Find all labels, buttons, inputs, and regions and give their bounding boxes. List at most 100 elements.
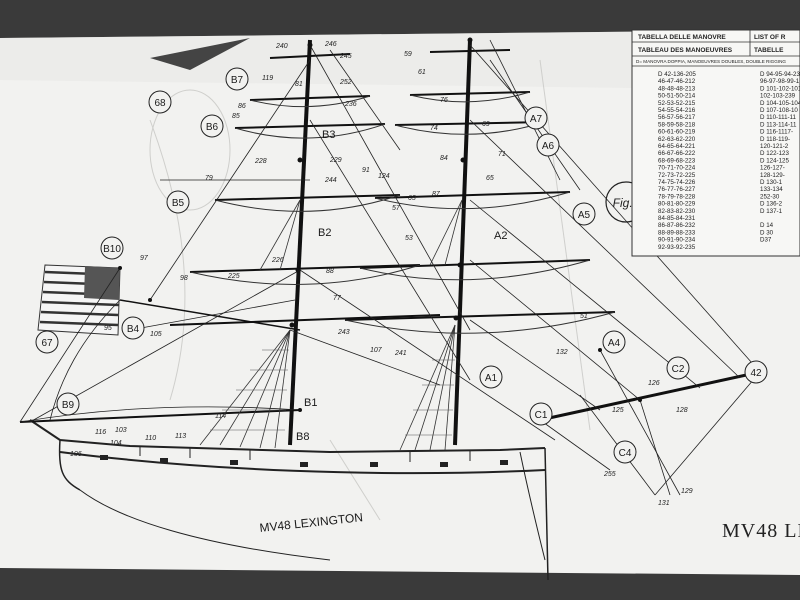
part-number: 229 — [329, 157, 342, 164]
table-row-left: 68-69-68-223 — [658, 157, 696, 164]
part-number: 106 — [70, 451, 82, 458]
gaff — [119, 299, 301, 331]
table-header-en: LIST OF R — [754, 34, 786, 41]
part-number: 59 — [404, 51, 412, 58]
circled-label-text: C1 — [535, 410, 548, 421]
stays — [19, 39, 761, 496]
part-number: 81 — [295, 81, 303, 88]
part-number: 243 — [337, 329, 350, 336]
table-row-right: D 30 — [760, 229, 774, 236]
table-row-left: 66-67-66-222 — [658, 150, 696, 157]
circled-label: C1 — [529, 402, 553, 426]
rigging-blocks — [118, 37, 642, 422]
table-row-right: D 110-111-11 — [760, 114, 797, 121]
circled-label-text: B9 — [62, 400, 75, 411]
show-through-drawing — [149, 59, 591, 521]
part-number: 104 — [110, 440, 122, 447]
circled-label: B9 — [56, 392, 80, 416]
table-row-right: D 104-105-104 — [760, 100, 800, 107]
table-header-de: TABELLE — [754, 47, 784, 54]
table-row-left: 84-85-84-231 — [658, 215, 696, 222]
table-row-right: D 122-123 — [760, 150, 789, 157]
circled-label: B6 — [200, 114, 224, 138]
table-row-right: D 130-1 — [760, 179, 783, 186]
main-mast — [288, 39, 312, 446]
part-number: 228 — [254, 158, 267, 165]
table-row-right: 133-134 — [760, 186, 783, 193]
table-row-right: 120-121-2 — [760, 143, 789, 150]
table-row-right: D 124-125 — [760, 157, 789, 164]
table-row-left: 52-53-52-215 — [658, 100, 696, 107]
circled-label-text: A4 — [608, 338, 621, 349]
part-number: 252 — [339, 79, 352, 86]
part-number: 240 — [275, 43, 288, 50]
boom — [19, 409, 301, 423]
table-row-left: 70-71-70-224 — [658, 165, 696, 172]
sheet-title: MV48 LEX — [722, 520, 800, 542]
plain-label: A2 — [494, 230, 507, 242]
bowsprit — [539, 370, 761, 422]
table-left-column: D 42-136-20546-47-46-21248-48-48-21350-5… — [658, 71, 696, 251]
table-row-right: D 137-1 — [760, 208, 783, 215]
table-row-left: 92-93-92-235 — [658, 244, 696, 251]
table-row-left: 90-91-90-234 — [658, 237, 696, 244]
part-number: 53 — [405, 235, 413, 242]
table-row-left: 58-59-58-218 — [658, 121, 696, 128]
part-number: 84 — [440, 155, 448, 162]
table-row-left: 50-51-50-214 — [658, 93, 696, 100]
circled-label-text: B7 — [231, 75, 244, 86]
table-row-right: D 113-114-11 — [760, 121, 797, 128]
pennant — [150, 38, 250, 70]
table-row-right: 252-30 — [760, 193, 780, 200]
table-header-it: TABELLA DELLE MANOVRE — [638, 34, 726, 41]
circled-label: B7 — [225, 67, 249, 91]
plain-label: B2 — [318, 227, 331, 239]
circled-label: 67 — [35, 330, 59, 354]
part-number: 69 — [482, 121, 490, 128]
table-row-right: D 94-95-94-236 — [760, 71, 800, 78]
circled-label-text: A1 — [485, 373, 498, 384]
part-number: 128 — [676, 407, 688, 414]
table-row-left: 60-61-60-219 — [658, 129, 696, 136]
part-number: 74 — [430, 125, 438, 132]
flag — [37, 264, 121, 336]
part-number: 57 — [392, 205, 401, 212]
part-number: 246 — [324, 41, 337, 48]
part-number: 103 — [115, 427, 127, 434]
table-row-left: 72-73-72-225 — [658, 172, 696, 179]
circled-label-text: 42 — [750, 368, 762, 379]
table-row-right: 102-103-239 — [760, 93, 796, 100]
circled-label-text: 68 — [154, 98, 166, 109]
circled-label: A7 — [524, 106, 548, 130]
part-number: 126 — [648, 380, 660, 387]
table-row-left: 80-81-80-229 — [658, 201, 696, 208]
part-number: 114 — [215, 413, 226, 420]
part-number: 95 — [104, 325, 112, 332]
part-number: 65 — [486, 175, 494, 182]
table-row-right: D 136-2 — [760, 201, 783, 208]
table-row-left: 54-55-54-216 — [658, 107, 696, 114]
part-number: 71 — [498, 151, 506, 158]
part-number: 255 — [603, 471, 616, 478]
part-number: 87 — [432, 191, 441, 198]
paper — [0, 30, 800, 575]
table-row-left: 56-57-56-217 — [658, 114, 696, 121]
table-header-fr: TABLEAU DES MANOEUVRES — [638, 47, 733, 54]
part-number: 225 — [227, 273, 240, 280]
part-number: 132 — [556, 349, 568, 356]
circled-label: 42 — [744, 360, 768, 384]
table-row-right: D 118-119- — [760, 136, 790, 143]
plain-label: B1 — [304, 397, 317, 409]
circled-label: 68 — [148, 90, 172, 114]
table-row-left: 88-89-88-233 — [658, 229, 696, 236]
part-number: 244 — [324, 177, 337, 184]
part-number: 113 — [175, 433, 186, 440]
table-row-right: D 116-1117- — [760, 129, 793, 136]
circled-label: B5 — [166, 190, 190, 214]
part-number: 85 — [232, 113, 240, 120]
fore-mast — [453, 39, 472, 446]
